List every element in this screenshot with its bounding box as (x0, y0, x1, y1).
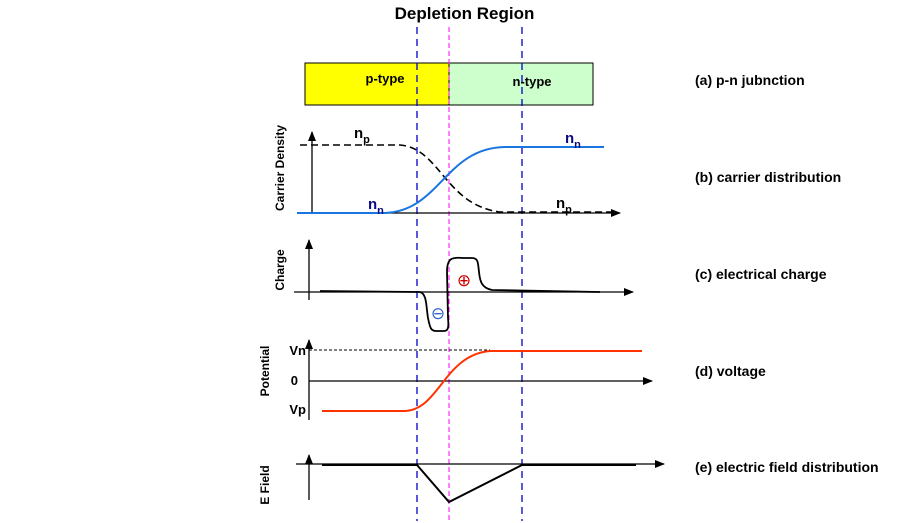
charge-panel: ⊖ ⊕ (294, 239, 634, 332)
p-type-label: p-type (366, 71, 405, 86)
efield-panel (296, 454, 665, 504)
n-type-label: n-type (513, 74, 552, 89)
hole-density-curve (300, 144, 612, 213)
carrier-density-axis-title: Carrier Density (273, 125, 287, 211)
voltage-panel: Vn 0 Vp (289, 339, 653, 420)
carrier-label-np-left: np (354, 125, 370, 146)
electron-density-curve (297, 146, 604, 214)
efield-axis-title: E Field (258, 465, 272, 504)
caption-b: (b) carrier distribution (695, 169, 841, 185)
carrier-label-nn-right: nn (565, 130, 581, 151)
vn-label: Vn (289, 343, 306, 358)
efield-curve (322, 464, 636, 504)
caption-e: (e) electric field distribution (695, 459, 879, 475)
diagram-title: Depletion Region (394, 4, 535, 23)
caption-c: (c) electrical charge (695, 266, 827, 282)
n-type-region (448, 62, 594, 106)
voltage-curve (322, 350, 642, 412)
potential-axis-title: Potential (258, 346, 272, 397)
negative-charge-symbol: ⊖ (431, 304, 445, 324)
carrier-label-nn-left: nn (368, 196, 384, 217)
caption-a: (a) p-n jubnction (695, 72, 805, 88)
carrier-panel: np nn nn np (297, 125, 621, 217)
zero-label: 0 (291, 373, 298, 388)
charge-axis-title: Charge (273, 249, 287, 291)
positive-charge-symbol: ⊕ (457, 271, 471, 291)
charge-curve (319, 256, 601, 332)
vp-label: Vp (289, 402, 306, 417)
carrier-label-np-right: np (556, 195, 572, 216)
caption-d: (d) voltage (695, 363, 766, 379)
